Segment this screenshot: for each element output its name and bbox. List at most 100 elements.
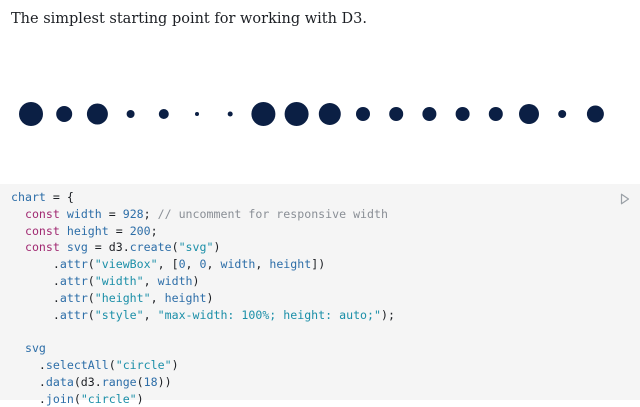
circle-mark: [56, 106, 73, 122]
code-token: svg: [66, 240, 88, 255]
code-token: ): [171, 357, 179, 372]
code-token: .: [11, 307, 60, 322]
circle-mark: [318, 103, 341, 125]
code-token: )): [157, 374, 172, 389]
code-token: attr: [59, 257, 88, 272]
code-token: [11, 240, 25, 254]
circle-mark: [558, 110, 567, 118]
code-token: selectAll: [45, 357, 109, 372]
code-token: (: [108, 357, 116, 372]
code-line: .attr("width", width): [11, 273, 395, 290]
circle-mark: [126, 110, 135, 118]
code-token: = d3.: [87, 240, 130, 255]
circle-chart: [19, 102, 604, 126]
code-token: ): [213, 240, 221, 255]
code-token: , [: [157, 257, 179, 272]
code-token: 0: [178, 257, 186, 272]
code-token: ;: [150, 223, 158, 238]
circle-mark: [586, 105, 604, 123]
code-token: const: [24, 206, 60, 221]
circle-mark: [356, 107, 370, 121]
code-token: join: [45, 391, 74, 406]
code-token: "circle": [115, 357, 172, 372]
circle-mark: [19, 102, 43, 126]
code-editor[interactable]: chart = { const width = 928; // uncommen…: [11, 189, 395, 407]
code-line: [11, 323, 395, 340]
code-token: .: [11, 257, 60, 272]
code-token: "viewBox": [94, 257, 158, 272]
code-token: [60, 224, 67, 238]
code-token: (d3.: [73, 374, 102, 389]
circle-mark: [422, 107, 437, 121]
code-token: (: [87, 307, 95, 322]
intro-text: The simplest starting point for working …: [11, 11, 368, 27]
code-token: ,: [150, 290, 165, 305]
code-token: "svg": [178, 240, 214, 255]
code-cell[interactable]: chart = { const width = 928; // uncommen…: [0, 184, 640, 406]
circle-mark: [488, 107, 503, 121]
code-token: (: [136, 374, 144, 389]
code-line: .data(d3.range(18)): [11, 374, 395, 391]
code-token: width: [66, 206, 102, 221]
code-line: .join("circle"): [11, 391, 395, 407]
code-token: = {: [45, 190, 74, 204]
code-token: [60, 207, 67, 221]
code-token: ,: [255, 257, 270, 272]
code-token: .: [11, 374, 46, 389]
code-token: const: [24, 223, 60, 238]
code-token: 0: [199, 257, 207, 272]
code-token: "circle": [80, 391, 137, 406]
code-token: const: [24, 240, 60, 255]
code-token: (: [171, 240, 179, 255]
circle-mark: [158, 109, 169, 119]
code-line: const width = 928; // uncomment for resp…: [11, 206, 395, 223]
code-token: attr: [59, 273, 88, 288]
circle-mark: [227, 111, 233, 117]
code-line: svg: [11, 340, 395, 357]
code-token: [60, 240, 67, 254]
circle-mark: [455, 107, 470, 121]
play-triangle-icon[interactable]: [620, 193, 630, 205]
code-line: chart = {: [11, 189, 395, 206]
code-token: =: [101, 206, 123, 221]
code-line: .attr("height", height): [11, 290, 395, 307]
code-token: ,: [206, 257, 221, 272]
circle-mark: [284, 102, 309, 126]
code-token: "width": [94, 273, 144, 288]
code-token: chart: [11, 190, 46, 204]
code-token: (: [87, 257, 95, 272]
code-token: );: [381, 307, 395, 322]
circle-mark: [251, 102, 276, 126]
code-token: .: [11, 391, 46, 406]
code-token: width: [220, 257, 256, 272]
code-token: [11, 224, 25, 238]
code-token: ): [206, 290, 214, 305]
code-token: create: [129, 240, 172, 255]
code-token: height: [66, 223, 109, 238]
circle-mark: [195, 112, 199, 116]
code-token: "max-width: 100%; height: auto;": [157, 307, 381, 322]
code-token: .: [11, 357, 46, 372]
code-token: ,: [143, 273, 158, 288]
code-token: .: [11, 290, 60, 305]
code-token: 200: [129, 223, 151, 238]
code-token: "style": [94, 307, 144, 322]
code-token: attr: [59, 290, 88, 305]
code-token: .: [11, 273, 60, 288]
code-token: ]): [311, 257, 326, 272]
code-token: 18: [143, 374, 158, 389]
code-token: [11, 207, 25, 221]
code-token: attr: [59, 307, 88, 322]
code-line: .selectAll("circle"): [11, 357, 395, 374]
circle-mark: [389, 107, 404, 121]
circle-mark: [519, 104, 539, 124]
code-token: 928: [122, 206, 144, 221]
code-token: ,: [185, 257, 200, 272]
code-token: ): [192, 273, 200, 288]
code-token: ,: [143, 307, 158, 322]
circle-mark: [86, 103, 108, 125]
code-line: .attr("viewBox", [0, 0, width, height]): [11, 256, 395, 273]
code-line: const height = 200;: [11, 223, 395, 240]
code-token: ;: [143, 206, 158, 221]
code-line: const svg = d3.create("svg"): [11, 239, 395, 256]
